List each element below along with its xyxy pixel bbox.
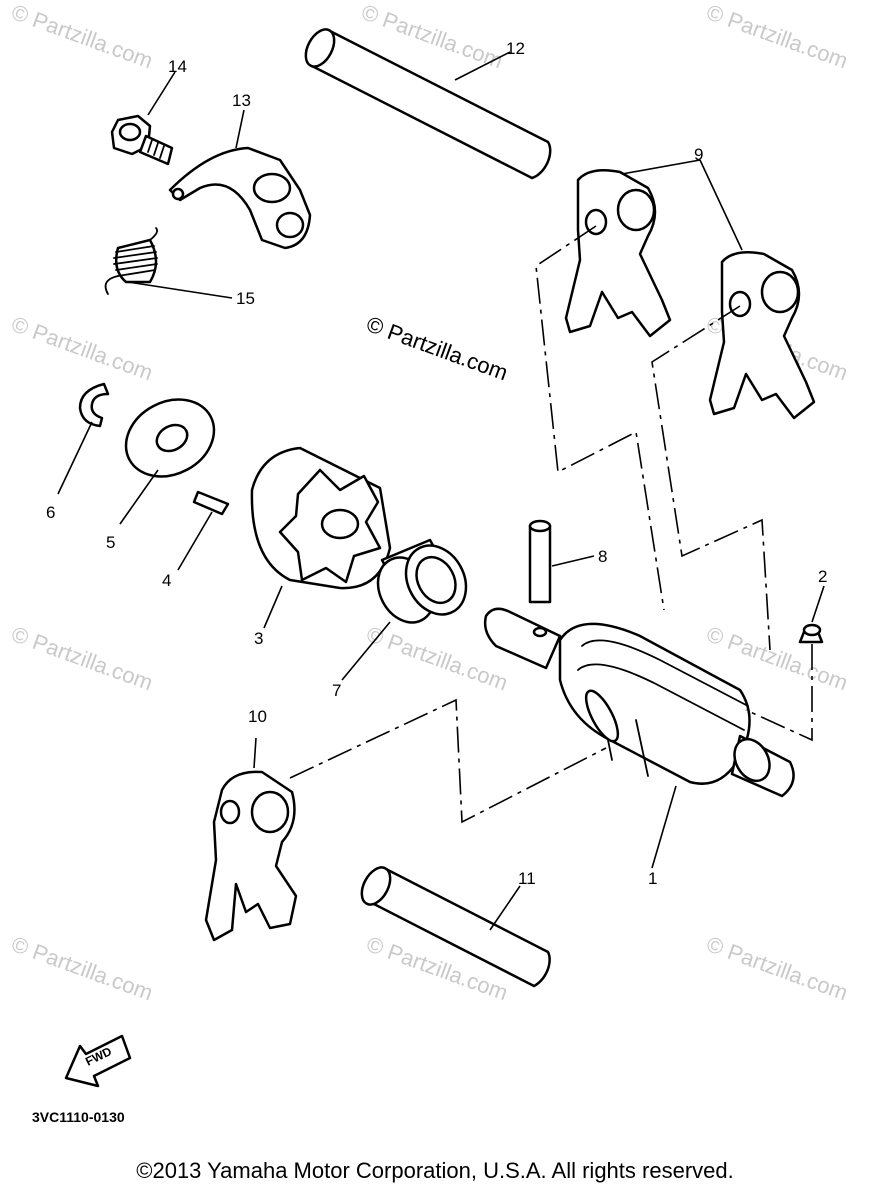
callout-10: 10 (248, 707, 267, 726)
callout-13: 13 (232, 91, 251, 110)
watermark-low-left: © Partzilla.com (8, 621, 156, 695)
watermark-bottom-left: © Partzilla.com (8, 931, 156, 1005)
part-6-circlip (57, 382, 110, 495)
copyright-footer: ©2013 Yamaha Motor Corporation, U.S.A. A… (136, 1158, 734, 1183)
callout-11: 11 (518, 869, 536, 888)
assembly-lines (289, 225, 813, 824)
part-2-pin (798, 585, 825, 644)
callout-1: 1 (648, 869, 657, 888)
callout-12: 12 (506, 39, 525, 58)
fwd-arrow-icon: FWD (64, 1034, 132, 1088)
part-10-shift-fork (204, 737, 298, 942)
part-8-pin (528, 519, 595, 604)
diagram-code: 3VC1110-0130 (32, 1109, 125, 1125)
callout-7: 7 (332, 681, 341, 700)
callout-5: 5 (106, 533, 115, 552)
callout-9: 9 (694, 145, 703, 164)
callout-3: 3 (254, 629, 263, 648)
callout-2: 2 (818, 567, 827, 586)
callout-4: 4 (162, 571, 171, 590)
callout-15: 15 (236, 289, 255, 308)
part-12-guide-bar (304, 28, 552, 180)
watermark-mid-left: © Partzilla.com (8, 311, 156, 385)
part-9-shift-fork-upper (564, 159, 701, 338)
part-9-shift-fork-lower (699, 159, 816, 420)
part-14-bolt (110, 71, 176, 166)
watermark-top-right: © Partzilla.com (703, 0, 851, 73)
watermark-bottom-right: © Partzilla.com (703, 931, 851, 1005)
callout-labels: 1 2 3 4 5 6 7 8 9 10 11 12 13 14 15 (46, 39, 827, 888)
part-3-segment (250, 446, 392, 629)
part-13-stopper-lever (168, 109, 312, 250)
part-1-shift-drum (483, 607, 795, 869)
callout-14: 14 (168, 57, 187, 76)
part-4-dowel-pin (177, 490, 230, 571)
callout-8: 8 (598, 547, 607, 566)
watermark-top-left: © Partzilla.com (8, 0, 156, 73)
part-11-guide-bar (360, 866, 551, 988)
part-5-washer (119, 398, 216, 525)
callout-6: 6 (46, 503, 55, 522)
center-watermark: © Partzilla.com (363, 311, 511, 385)
part-7-bearing (341, 538, 468, 681)
part-15-spring (104, 227, 233, 299)
